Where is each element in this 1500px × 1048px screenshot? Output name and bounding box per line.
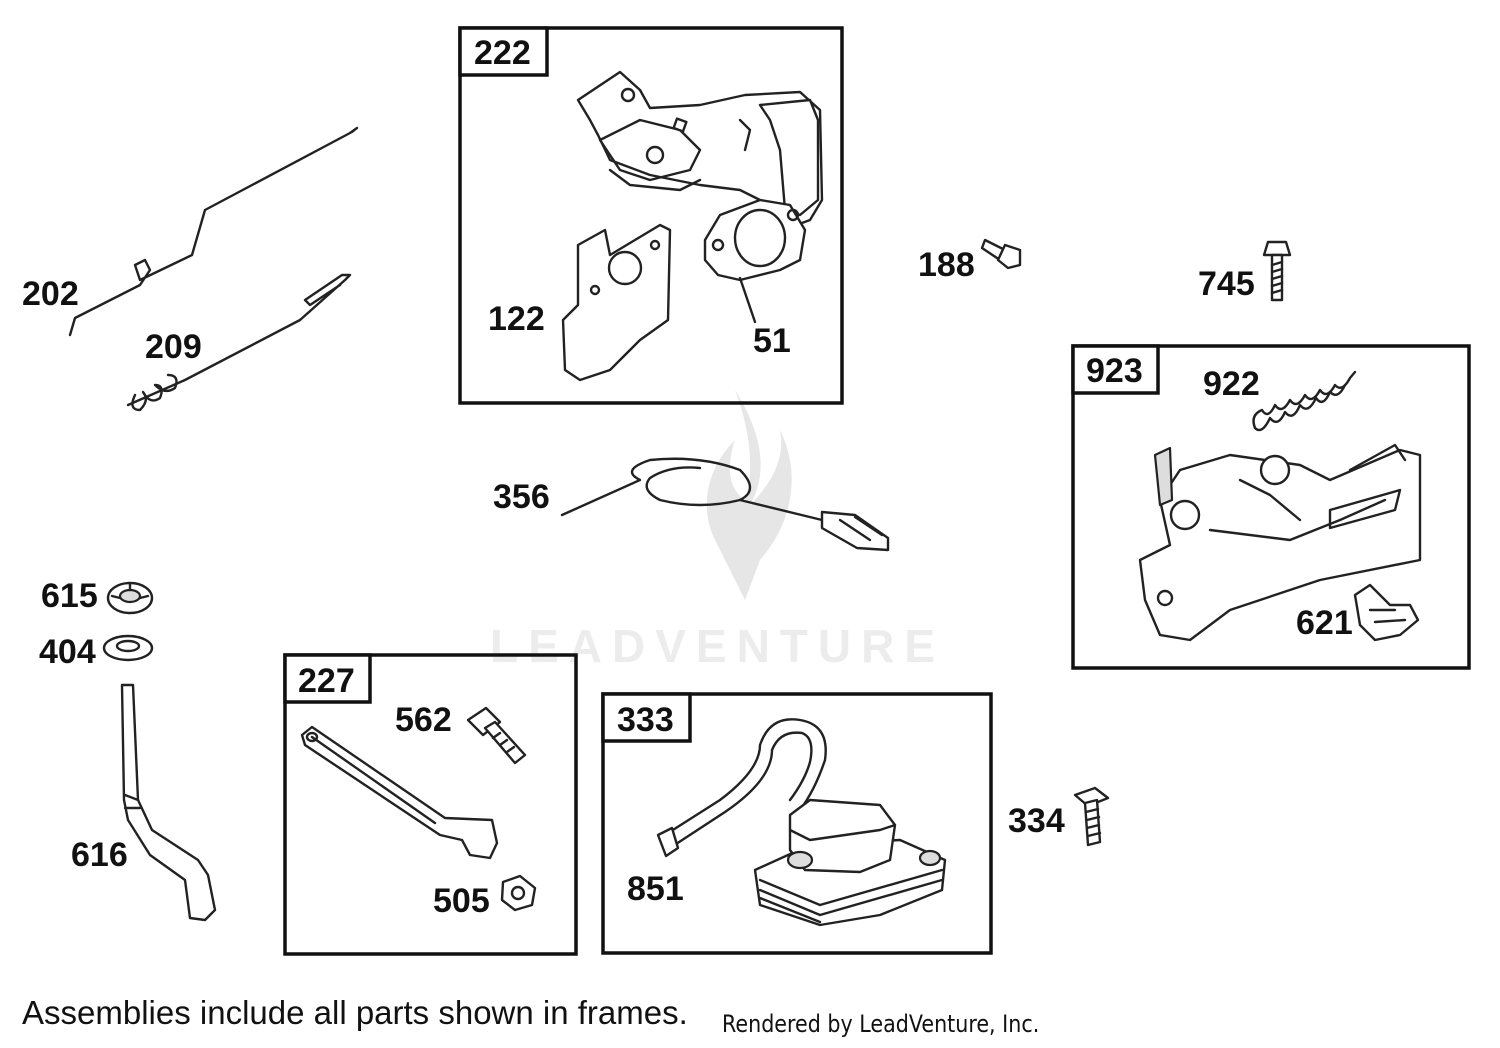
footer-note: Assemblies include all parts shown in fr… [22, 994, 688, 1031]
callout-334: 334 [1008, 802, 1065, 840]
frame-222-label: 222 [474, 34, 531, 72]
washer-615-part[interactable] [106, 581, 154, 615]
footer-credit: Rendered by LeadVenture, Inc. [722, 1010, 1040, 1038]
frame-333-label: 333 [617, 701, 674, 739]
callout-356: 356 [493, 478, 550, 516]
callout-122: 122 [488, 300, 545, 338]
nut-505-part[interactable] [500, 874, 537, 912]
watermark-logo [706, 390, 792, 600]
gasket-51-part[interactable] [703, 198, 807, 324]
frame-227[interactable]: 227 [283, 653, 578, 956]
callout-745: 745 [1198, 265, 1255, 303]
callout-202: 202 [22, 275, 79, 313]
frame-333[interactable]: 333 [601, 692, 993, 955]
carburetor-bracket-part[interactable] [576, 70, 824, 237]
callout-621: 621 [1296, 604, 1353, 642]
control-bracket-part[interactable] [1138, 443, 1422, 642]
bolt-562-part[interactable] [466, 706, 527, 765]
callout-51: 51 [753, 322, 791, 360]
callout-404: 404 [39, 633, 96, 671]
screw-334-part[interactable] [1073, 786, 1110, 847]
callout-851: 851 [627, 870, 684, 908]
callout-562: 562 [395, 701, 452, 739]
callout-209: 209 [145, 328, 202, 366]
governor-link-202-part[interactable] [68, 126, 359, 337]
screw-188-part[interactable] [980, 238, 1022, 270]
callout-188: 188 [918, 246, 975, 284]
frame-923-label: 923 [1086, 352, 1143, 390]
frame-227-label: 227 [298, 662, 355, 700]
frame-923[interactable]: 923 [1071, 344, 1471, 670]
screw-745-part[interactable] [1262, 240, 1292, 302]
governor-shaft-616-part[interactable] [120, 683, 217, 922]
washer-404-part[interactable] [102, 634, 154, 662]
governor-spring-209-part[interactable] [126, 273, 352, 412]
callout-505: 505 [433, 882, 490, 920]
insulator-122-part[interactable] [561, 223, 672, 382]
governor-lever-part[interactable] [300, 725, 499, 860]
frame-222[interactable]: 222 [458, 26, 844, 405]
watermark-text: LEADVENTURE [490, 620, 945, 672]
ignition-armature-part[interactable] [656, 718, 947, 927]
clip-621-part[interactable] [1353, 583, 1420, 642]
callout-616: 616 [71, 836, 128, 874]
spring-922-part[interactable] [1252, 370, 1357, 432]
ground-wire-356-part[interactable] [560, 457, 890, 552]
callout-922: 922 [1203, 365, 1260, 403]
callout-615: 615 [41, 577, 98, 615]
